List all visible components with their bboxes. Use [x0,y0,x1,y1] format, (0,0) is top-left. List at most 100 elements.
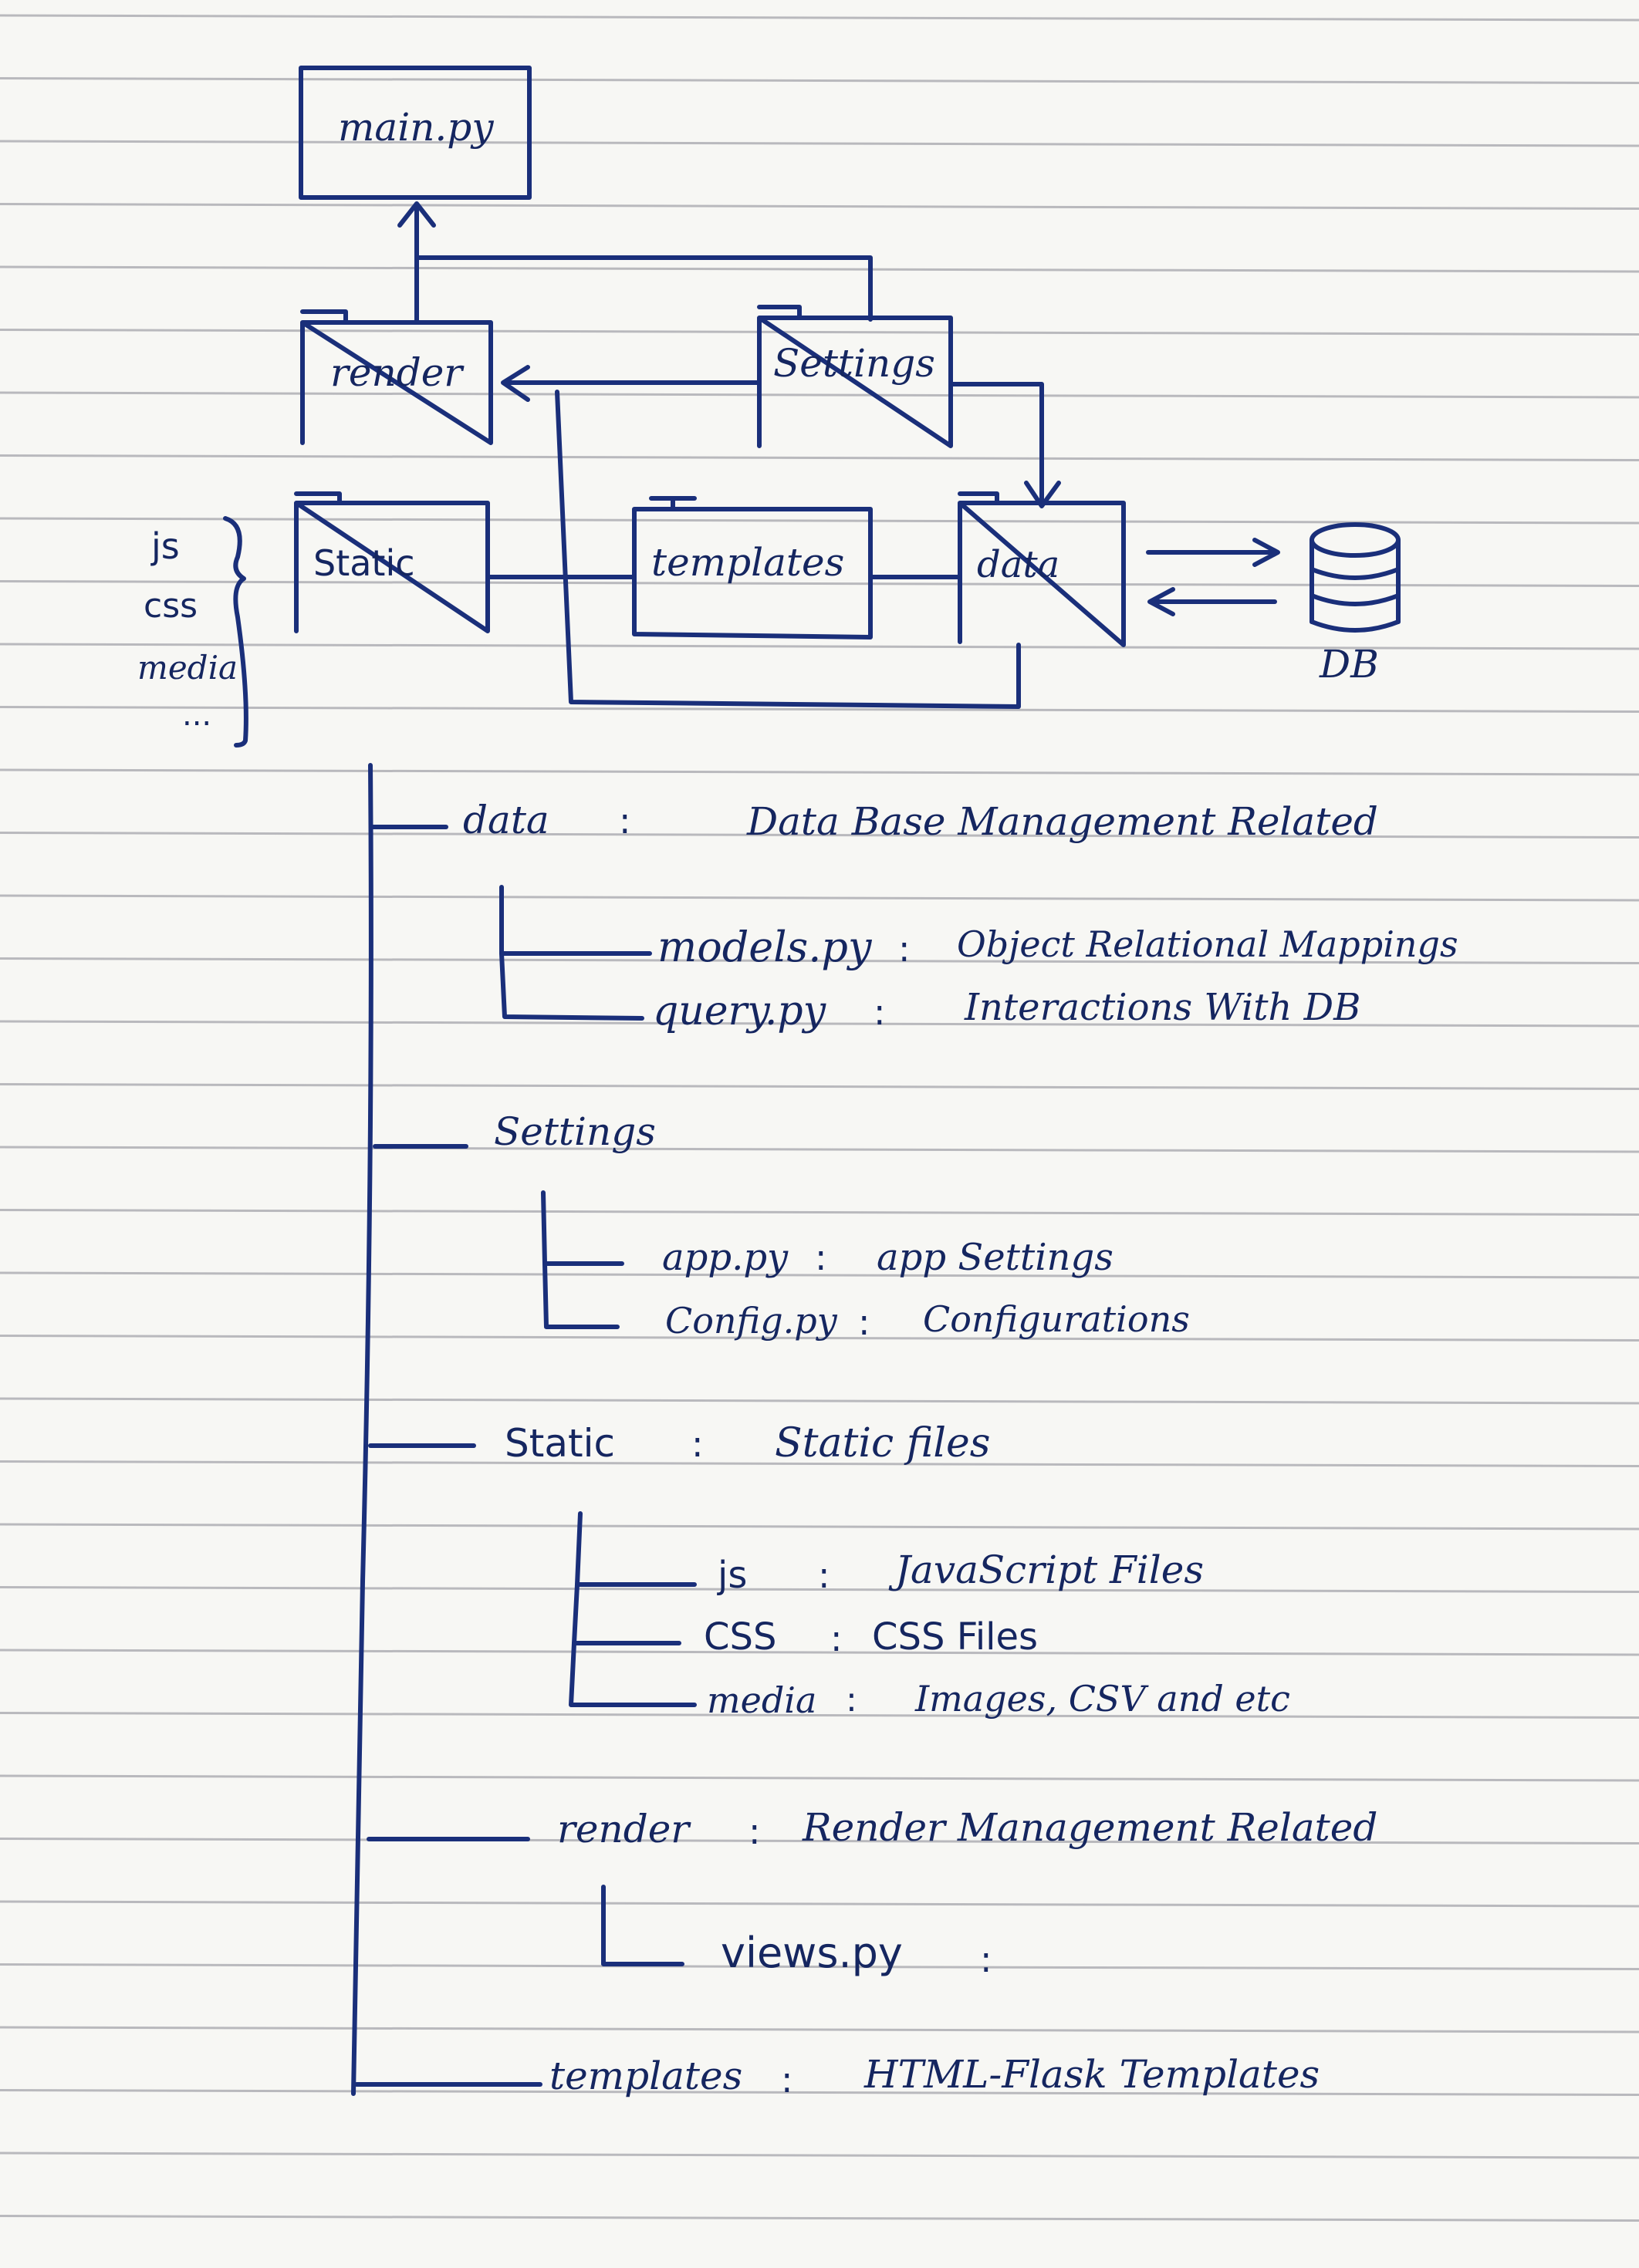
ruled-line [0,329,1639,336]
tree-branch-views [601,1885,684,1966]
arrow-head-right-icon [1252,538,1280,567]
folder-tree: data : Data Base Management Related mode… [351,763,1458,2101]
ruled-line [0,1335,1639,1342]
tree-query-name: query.py [653,988,826,1034]
static-folder [294,491,490,633]
ruled-line [0,2026,1639,2033]
ruled-line [0,1020,1639,1028]
arrow-head-down-icon [1024,481,1061,508]
ruled-line [0,203,1639,210]
ruled-line [0,517,1639,525]
ruled-line [0,706,1639,713]
templates-folder-label: templates [651,540,844,585]
ruled-line [0,1460,1639,1467]
tree-app-name: app.py [662,1236,789,1279]
tree-data-sep: : [619,800,631,842]
ruled-line [0,77,1639,84]
ruled-line [0,454,1639,461]
render-data-loop-line [555,390,1021,709]
tree-templates-desc: HTML-Flask Templates [863,2052,1320,2097]
tree-render-sep: : [749,1811,761,1852]
tree-templates-sep: : [781,2059,793,2101]
ruled-line [0,2089,1639,2096]
tree-css-desc: CSS Files [872,1615,1038,1659]
ruled-line [0,1083,1639,1090]
render-folder-label: render [330,350,465,395]
ruled-line [0,643,1639,650]
tree-branch-js [575,1511,697,1587]
tree-views-sep: : [980,1939,992,1980]
tree-branch-app [541,1190,624,1266]
tree-app-sep: : [815,1237,827,1278]
tree-render-desc: Render Management Related [802,1805,1377,1850]
data-folder-label: data [977,543,1059,586]
ruled-line [0,768,1639,776]
templates-folder [632,496,873,640]
tree-static-desc: Static files [775,1420,990,1466]
arrow-head-up-icon [397,201,436,228]
tree-branch-media [569,1641,697,1707]
data-folder [958,491,1126,647]
ruled-line [0,1271,1639,1279]
tree-config-sep: : [858,1301,870,1343]
tree-query-sep: : [874,991,886,1033]
tree-branch-query [499,951,644,1021]
settings-to-data-line [948,382,1044,504]
ruled-line [0,1774,1639,1782]
ruled-line [0,957,1639,964]
main-py-box [299,66,532,200]
tree-app-desc: app Settings [877,1236,1114,1279]
ruled-line [0,894,1639,902]
ruled-line [0,2215,1639,2222]
tree-spine [351,763,373,2096]
static-more-label: ... [182,697,211,733]
ruled-line [0,14,1639,22]
tree-static-name: Static [505,1421,615,1466]
tree-render-name: render [557,1807,691,1851]
db-label: DB [1319,642,1379,687]
ruled-line [0,1900,1639,1908]
tree-templates-name: templates [549,2054,742,2098]
tree-views-name: views.py [721,1929,903,1977]
ruled-line [0,1712,1639,1719]
tree-media-sep: : [846,1680,857,1720]
tree-models-desc: Object Relational Mappings [957,923,1458,965]
settings-folder-label: Settings [773,341,935,386]
ruled-line [0,1649,1639,1656]
settings-to-main-connector [414,255,873,322]
brace [223,516,248,748]
ruled-line [0,1523,1639,1531]
tree-css-name: CSS [704,1615,776,1659]
tree-js-desc: JavaScript Files [888,1547,1204,1592]
ruled-line [0,832,1639,839]
ruled-line [0,1586,1639,1593]
tree-data-desc: Data Base Management Related [746,799,1378,844]
ruled-line [0,1963,1639,1970]
architecture-diagram: main.py render Settings Static templates… [137,66,1401,748]
arrow-head-left-icon [501,365,530,402]
static-folder-label: Static [313,542,415,584]
ruled-line [0,265,1639,273]
arrow-head-left-icon [1147,587,1175,616]
ruled-line [0,1209,1639,1216]
tree-js-sep: : [818,1554,830,1596]
tree-models-sep: : [898,928,911,970]
tree-branch-config [542,1261,620,1329]
tree-media-desc: Images, CSV and etc [914,1678,1290,1720]
static-media-label: media [137,649,238,687]
tree-settings-name: Settings [494,1109,656,1154]
ruled-lines [0,14,1639,2222]
ruled-line [0,1397,1639,1405]
tree-data-name: data [463,798,549,842]
tree-config-name: Config.py [665,1300,838,1342]
main-py-label: main.py [338,105,494,150]
static-css-label: css [144,586,198,626]
tree-media-name: media [707,1679,816,1721]
tree-branch-css [572,1582,681,1645]
ruled-line [0,1146,1639,1153]
tree-js-name: js [717,1554,747,1597]
tree-static-sep: : [691,1423,704,1465]
tree-query-desc: Interactions With DB [964,986,1360,1029]
ruled-line [0,140,1639,147]
